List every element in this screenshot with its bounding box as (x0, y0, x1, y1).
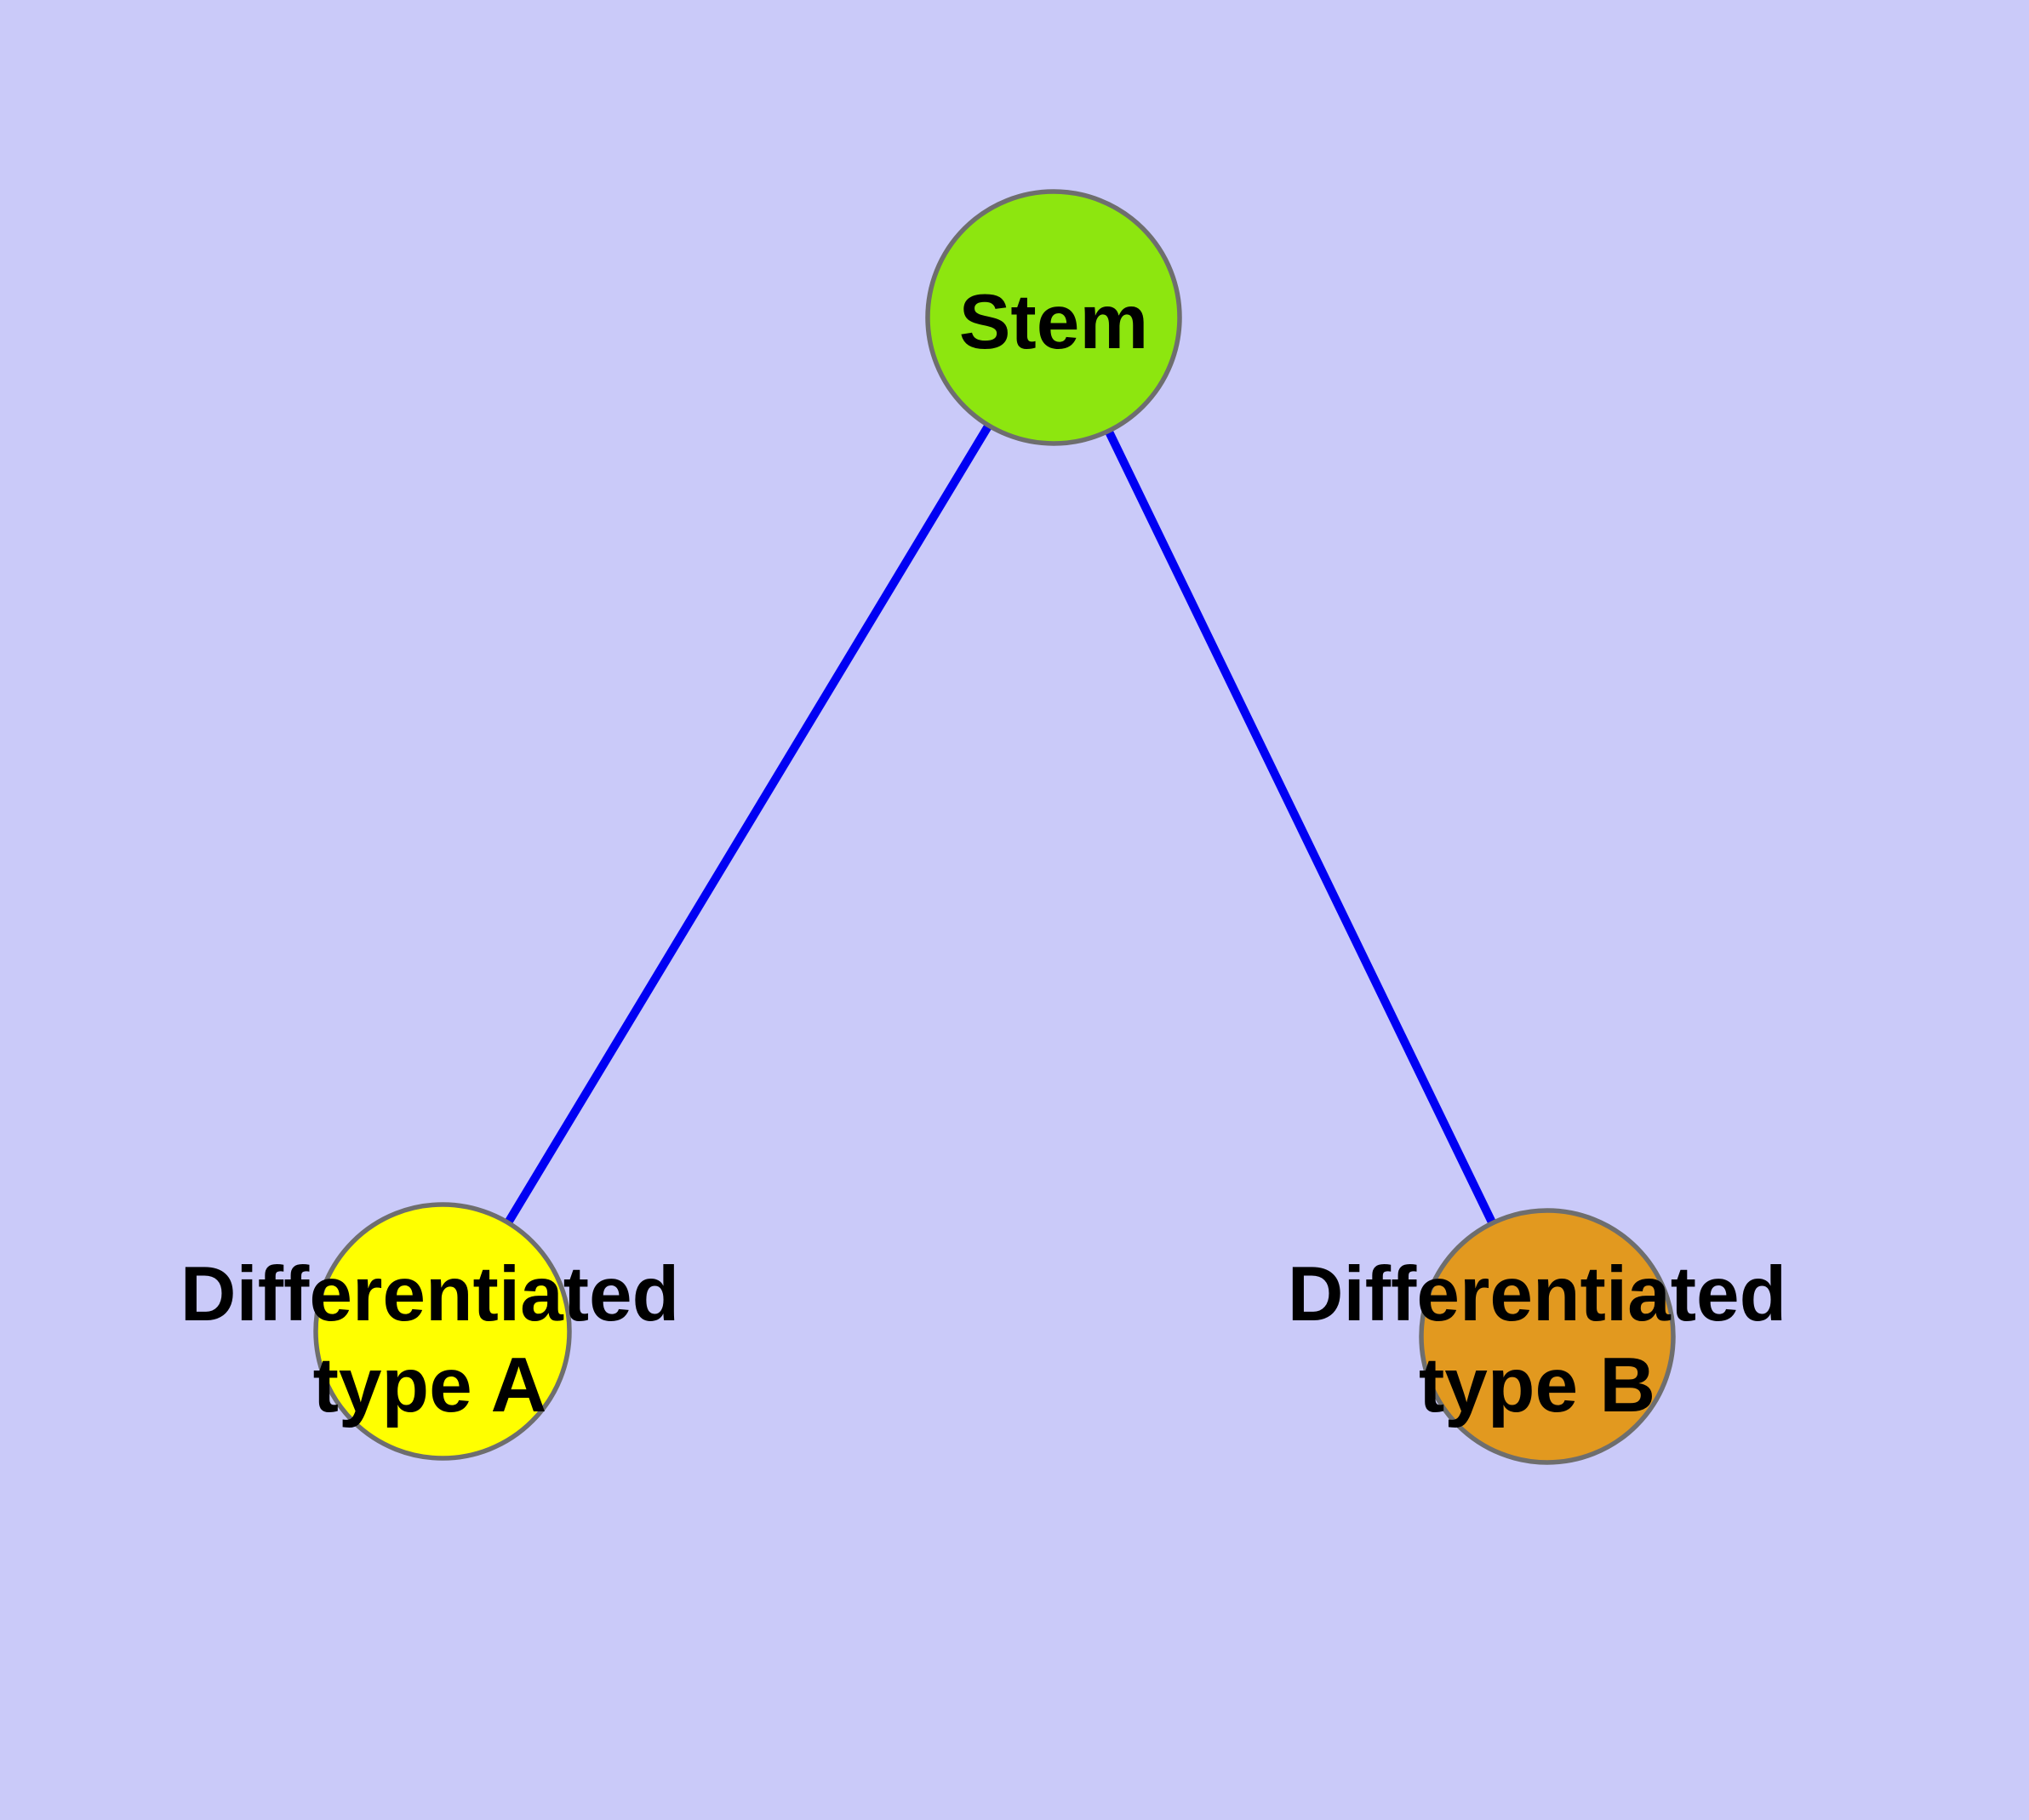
node-type-a-label-line1: Differentiated (180, 1251, 680, 1337)
node-type-b-label-line1: Differentiated (1288, 1251, 1787, 1337)
node-differentiated-type-a[interactable] (313, 1202, 572, 1461)
node-stem-label: Stem (959, 279, 1149, 365)
node-layer (313, 189, 1676, 1465)
node-differentiated-type-b[interactable] (1419, 1208, 1676, 1465)
node-type-b-label-line2: type B (1419, 1342, 1655, 1428)
node-type-a-label-line2: type A (313, 1342, 547, 1428)
edge-layer (438, 315, 1552, 1339)
label-layer: Stem Differentiated type A Differentiate… (180, 279, 1787, 1428)
edge-stem-to-type-a[interactable] (438, 315, 1058, 1334)
edge-stem-to-type-b[interactable] (1049, 315, 1552, 1339)
node-stem[interactable] (925, 189, 1182, 446)
